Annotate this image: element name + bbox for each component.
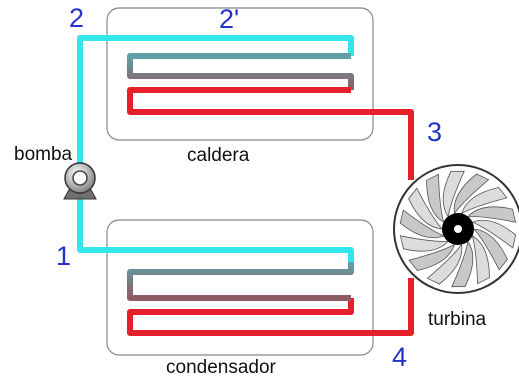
bomba-label: bomba: [14, 144, 73, 165]
caldera-coil-mid: [127, 53, 354, 90]
turbine-blade: [408, 187, 443, 230]
condensador-label: condensador: [166, 357, 276, 378]
node-4-label: 4: [392, 342, 408, 372]
turbine-blade: [426, 243, 463, 285]
turbine-blade: [453, 173, 490, 215]
turbine-blade: [426, 173, 445, 223]
pipe-turbina-to-condensador: [127, 278, 414, 336]
turbine-blade: [473, 228, 508, 271]
pipe-caldera-to-turbina: [127, 87, 414, 180]
turbine-fan-icon: [393, 164, 519, 294]
pipe-pump-to-caldera: [77, 35, 354, 170]
pipe-condensador-to-pump: [77, 198, 354, 262]
turbine-blade: [471, 219, 517, 249]
condensador-coil-mid: [127, 262, 354, 301]
turbina-label: turbina: [428, 309, 487, 330]
turbine-blade: [451, 240, 474, 288]
turbine-blade: [467, 206, 517, 223]
pump-icon: [63, 162, 97, 200]
turbine-blade: [442, 170, 465, 218]
node-3-label: 3: [427, 117, 443, 147]
caldera-label: caldera: [187, 145, 250, 166]
turbine-blade: [471, 235, 490, 285]
node-2-prime-label: 2': [219, 4, 240, 34]
turbine-blade: [460, 187, 508, 215]
condensador-box: [106, 219, 374, 356]
node-1-label: 1: [56, 241, 72, 271]
turbine-blade: [408, 243, 456, 271]
turbine-blade: [399, 209, 445, 239]
turbine-blade: [399, 235, 449, 252]
node-2-label: 2: [69, 3, 85, 33]
